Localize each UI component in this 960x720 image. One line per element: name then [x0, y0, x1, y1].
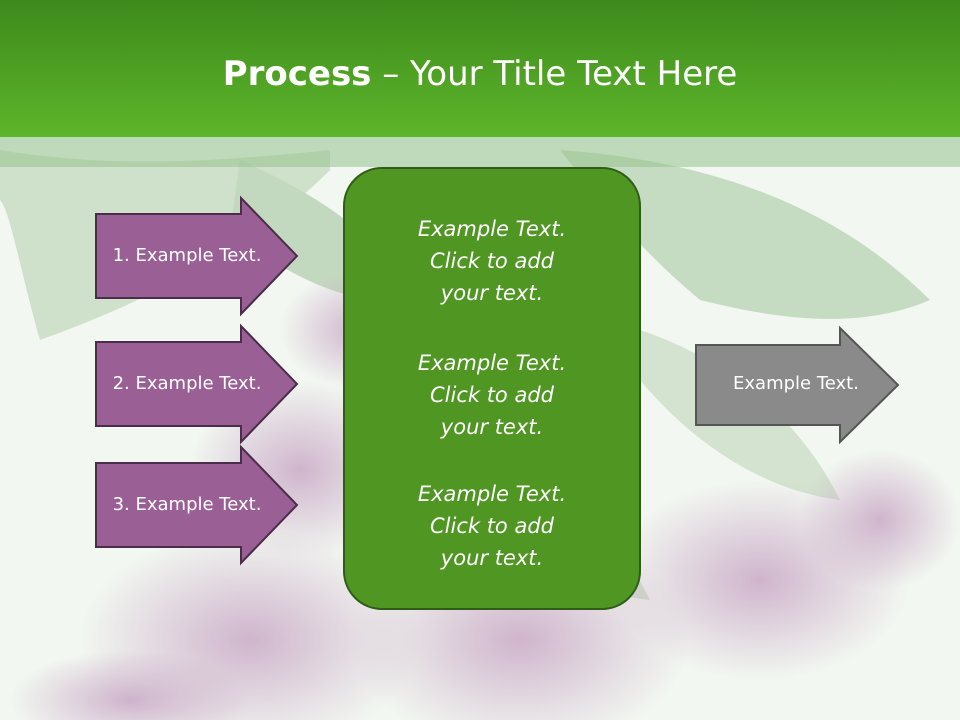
title-strip [0, 137, 960, 167]
input-arrow-2-label: 2. Example Text. [112, 373, 262, 394]
center-text-block-2: Example Text. Click to add your text. [343, 347, 641, 443]
input-arrow-1[interactable] [95, 195, 299, 317]
input-arrow-1-label: 1. Example Text. [112, 245, 262, 266]
center-text-line: Example Text. [417, 351, 567, 375]
center-text-line: your text. [440, 281, 544, 305]
center-text-line: your text. [440, 546, 544, 570]
center-text-line: your text. [440, 415, 544, 439]
center-text-line: Click to add [429, 514, 554, 538]
output-arrow[interactable] [695, 325, 900, 445]
input-arrow-3-label: 3. Example Text. [112, 494, 262, 515]
center-text-line: Example Text. [417, 482, 567, 506]
slide-title[interactable]: Process – Your Title Text Here [0, 52, 960, 96]
center-text-line: Click to add [429, 383, 554, 407]
center-process-box[interactable] [343, 167, 641, 610]
center-text-line: Example Text. [417, 217, 567, 241]
center-text-line: Click to add [429, 249, 554, 273]
output-arrow-label: Example Text. [733, 373, 859, 394]
input-arrow-3[interactable] [95, 444, 299, 566]
center-text-block-1: Example Text. Click to add your text. [343, 213, 641, 309]
title-bold: Process [222, 54, 372, 94]
input-arrow-2[interactable] [95, 323, 299, 445]
title-rest: – Your Title Text Here [371, 54, 738, 94]
title-bar [0, 0, 960, 137]
center-text-block-3: Example Text. Click to add your text. [343, 478, 641, 574]
